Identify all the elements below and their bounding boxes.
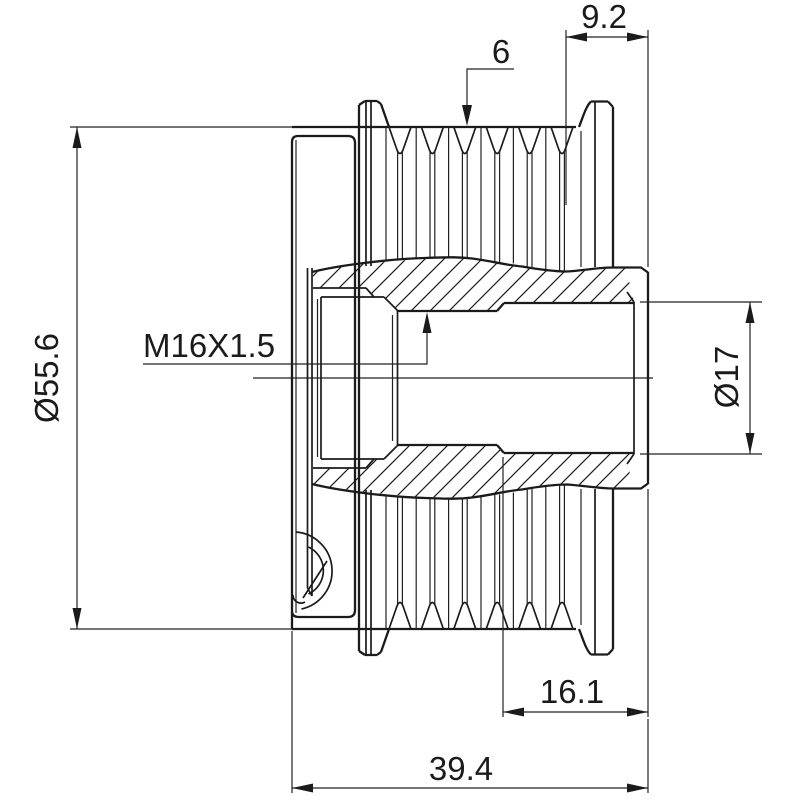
groove-count-callout: 6 — [462, 33, 514, 126]
dimension-total-length: 39.4 — [291, 631, 649, 793]
dimension-end-offset: 9.2 — [565, 0, 649, 267]
bore-depth-label: 16.1 — [540, 673, 604, 710]
bore-diameter-label: Ø17 — [708, 346, 745, 408]
thread-label: M16X1.5 — [143, 327, 275, 364]
dimension-bore-diameter: Ø17 — [640, 301, 762, 455]
poly-v-ribs-bottom — [292, 485, 576, 631]
bore-profile — [313, 287, 635, 469]
left-belt-flange — [357, 99, 391, 657]
poly-v-ribs-top — [292, 125, 576, 271]
dimension-bore-depth: 16.1 — [502, 457, 649, 717]
right-belt-flange — [577, 100, 615, 656]
groove-count-label: 6 — [492, 33, 510, 70]
hub-profile — [311, 256, 650, 500]
end-offset-label: 9.2 — [581, 0, 627, 35]
thread-callout: M16X1.5 — [143, 312, 432, 365]
total-length-label: 39.4 — [429, 750, 493, 787]
clutch-roller-detail — [292, 531, 333, 610]
left-cup-outline — [290, 134, 357, 629]
outer-diameter-label: Ø55.6 — [28, 333, 65, 423]
dimension-outer-diameter: Ø55.6 — [28, 126, 292, 630]
